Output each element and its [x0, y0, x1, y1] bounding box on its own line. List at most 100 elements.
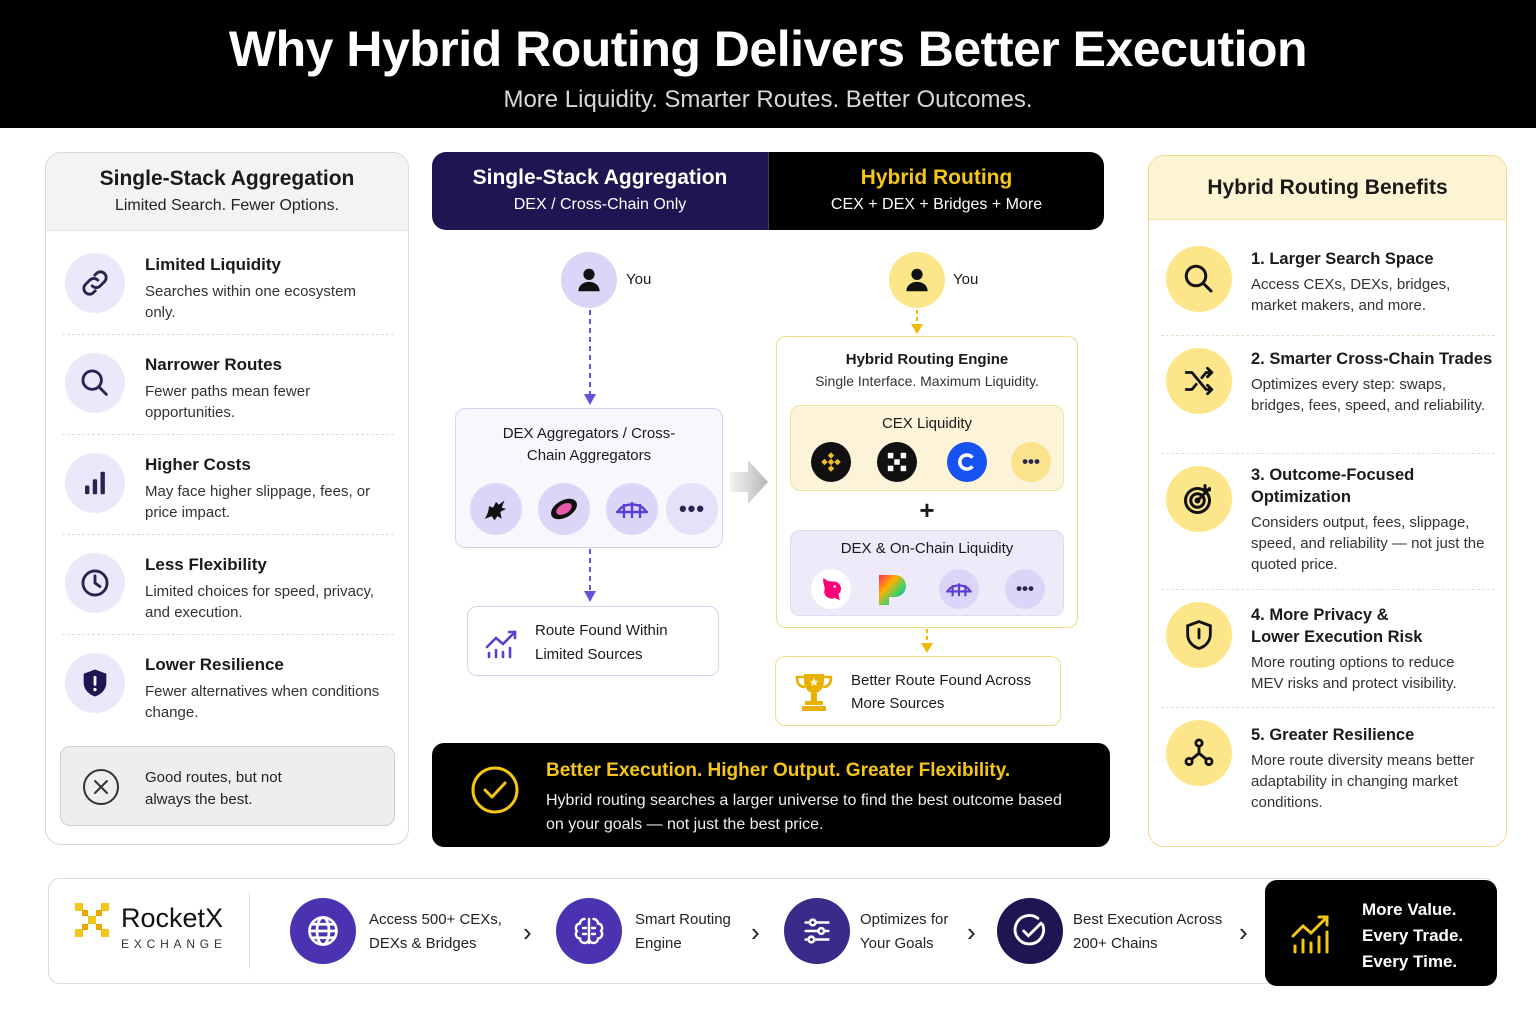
flow-arrow-right-1 [911, 310, 923, 334]
benefit-desc: More routing options to reduce MEV risks… [1251, 654, 1457, 692]
user-icon [906, 268, 928, 292]
benefit-desc: Access CEXs, DEXs, bridges, market maker… [1251, 276, 1451, 314]
binance-logo-icon [811, 442, 851, 482]
cex-liquidity-box: CEX Liquidity ••• [790, 405, 1064, 491]
close-circle-icon [81, 767, 121, 807]
chevron-right-icon: › [967, 917, 976, 947]
benefit-title: 3. Outcome-Focused Optimization [1251, 466, 1415, 506]
check-circle-icon [997, 898, 1063, 964]
execution-banner: Better Execution. Higher Output. Greater… [432, 743, 1110, 847]
search-icon [65, 353, 125, 413]
benefit-item-5: 5. Greater Resilience More route diversi… [1161, 708, 1495, 838]
plus-sign: + [919, 495, 935, 525]
clock-icon [65, 553, 125, 613]
more-options-icon[interactable]: ••• [666, 483, 718, 535]
check-circle-icon [470, 765, 520, 820]
banner-text: Hybrid routing searches a larger univers… [546, 792, 1062, 833]
page-subtitle: More Liquidity. Smarter Routes. Better O… [503, 86, 1033, 113]
more-options-icon[interactable]: ••• [1011, 442, 1051, 482]
chevron-right-icon: › [751, 917, 760, 947]
cex-liquidity-title: CEX Liquidity [881, 415, 973, 432]
coinbase-logo-icon [947, 442, 987, 482]
footer-divider [249, 893, 250, 969]
left-panel-subtitle: Limited Search. Fewer Options. [114, 197, 340, 214]
tab-hybrid-subtitle: CEX + DEX + Bridges + More [830, 196, 1043, 213]
bar-chart-icon [65, 453, 125, 513]
brand-logo[interactable]: RocketX EXCHANGE [73, 901, 223, 951]
pancake-logo-icon [873, 569, 913, 609]
route-found-text: Route Found Within Limited Sources [535, 622, 668, 663]
target-icon [1166, 466, 1232, 532]
left-item-desc: Fewer paths mean fewer opportunities. [145, 383, 311, 421]
left-item-limited-liquidity: Limited Liquidity Searches within one ec… [62, 235, 394, 335]
search-icon [1166, 246, 1232, 312]
benefit-title: 1. Larger Search Space [1251, 250, 1434, 268]
benefit-desc: Considers output, fees, slippage, speed,… [1251, 514, 1485, 573]
shield-alert-icon [65, 653, 125, 713]
more-options-icon[interactable]: ••• [1005, 569, 1045, 609]
tab-hybrid-title: Hybrid Routing [860, 166, 1013, 189]
left-item-title: Less Flexibility [145, 555, 267, 574]
right-panel: Hybrid Routing Benefits 1. Larger Search… [1148, 155, 1507, 847]
left-item-desc: Searches within one ecosystem only. [145, 283, 356, 321]
uniswap-logo-icon [811, 569, 851, 609]
value-text: More Value. Every Trade. Every Time. [1362, 900, 1464, 971]
left-panel-title: Single-Stack Aggregation [99, 167, 355, 190]
benefit-title: 2. Smarter Cross-Chain Trades [1251, 350, 1493, 368]
left-item-narrower-routes: Narrower Routes Fewer paths mean fewer o… [62, 335, 394, 435]
left-panel: Single-Stack Aggregation Limited Search.… [45, 152, 409, 845]
left-panel-header: Single-Stack Aggregation Limited Search.… [46, 153, 408, 231]
hybrid-engine-box: Hybrid Routing Engine Single Interface. … [776, 336, 1078, 628]
left-item-title: Higher Costs [145, 455, 251, 474]
sliders-icon [784, 898, 850, 964]
link-icon [65, 253, 125, 313]
left-item-title: Limited Liquidity [145, 255, 281, 274]
dex-liquidity-title: DEX & On-Chain Liquidity [840, 540, 1014, 557]
banner-title: Better Execution. Higher Output. Greater… [546, 760, 1011, 781]
benefit-item-4: 4. More Privacy & Lower Execution Risk M… [1161, 590, 1495, 708]
aggregator-box: DEX Aggregators / Cross-Chain Aggregator… [455, 408, 723, 548]
engine-subtitle: Single Interface. Maximum Liquidity. [815, 373, 1039, 389]
brain-icon [556, 898, 622, 964]
flow-arrow-left-2 [584, 549, 596, 602]
benefit-item-1: 1. Larger Search Space Access CEXs, DEXs… [1161, 224, 1495, 336]
user-avatar-left [561, 252, 617, 308]
flow-arrow-left-1 [584, 310, 596, 405]
footer-step-4: Best Execution Across 200+ Chains [1073, 911, 1223, 952]
benefit-desc: Optimizes every step: swaps, bridges, fe… [1251, 376, 1486, 414]
aggregator-title: DEX Aggregators / Cross-Chain Aggregator… [502, 425, 676, 464]
left-item-desc: Fewer alternatives when conditions chang… [145, 683, 380, 721]
tab-hybrid-routing[interactable]: Hybrid Routing CEX + DEX + Bridges + Mor… [768, 152, 1104, 230]
value-box: More Value. Every Trade. Every Time. [1265, 880, 1497, 986]
shield-icon [1166, 602, 1232, 668]
user-avatar-right [889, 252, 945, 308]
dex-liquidity-box: DEX & On-Chain Liquidity ••• [790, 530, 1064, 616]
bridge-logo-icon [606, 483, 658, 535]
chevron-right-icon: › [1239, 917, 1248, 947]
note-text: Good routes, but not always the best. [145, 769, 282, 808]
user-icon [578, 268, 600, 292]
okx-logo-icon [877, 442, 917, 482]
trend-up-icon [484, 625, 520, 664]
benefit-item-3: 3. Outcome-Focused Optimization Consider… [1161, 454, 1495, 590]
left-item-title: Narrower Routes [145, 355, 282, 374]
brand-subtitle: EXCHANGE [121, 937, 227, 951]
left-item-higher-costs: Higher Costs May face higher slippage, f… [62, 435, 394, 535]
better-route-text: Better Route Found Across More Sources [851, 672, 1032, 712]
benefit-title: 4. More Privacy & Lower Execution Risk [1251, 606, 1423, 646]
header: Why Hybrid Routing Delivers Better Execu… [0, 0, 1536, 128]
tab-single-stack[interactable]: Single-Stack Aggregation DEX / Cross-Cha… [432, 152, 768, 230]
1inch-logo-icon [470, 483, 522, 535]
footer-step-1: Access 500+ CEXs, DEXs & Bridges [369, 911, 502, 952]
footer-step-2: Smart Routing Engine [635, 911, 731, 952]
growth-chart-icon [1289, 910, 1333, 959]
left-item-desc: Limited choices for speed, privacy, and … [145, 583, 374, 621]
left-item-less-flexibility: Less Flexibility Limited choices for spe… [62, 535, 394, 635]
trophy-icon [794, 671, 834, 718]
footer-step-3: Optimizes for Your Goals [860, 911, 949, 952]
right-panel-title: Hybrid Routing Benefits [1149, 156, 1506, 220]
you-label-right: You [953, 271, 979, 288]
left-item-title: Lower Resilience [145, 655, 284, 674]
tab-single-stack-subtitle: DEX / Cross-Chain Only [513, 196, 687, 213]
benefit-item-2: 2. Smarter Cross-Chain Trades Optimizes … [1161, 336, 1495, 454]
